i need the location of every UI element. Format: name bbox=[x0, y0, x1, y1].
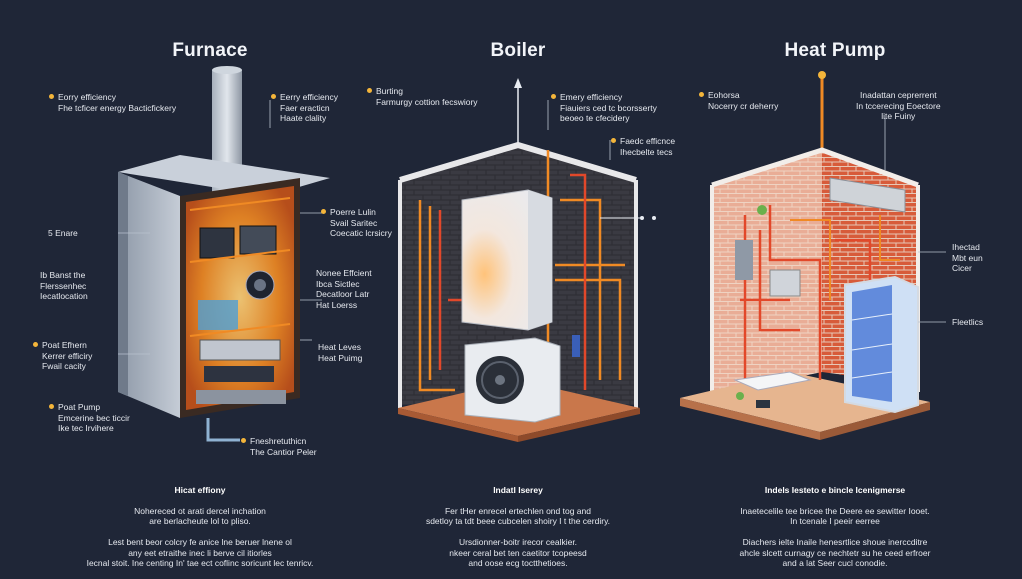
furnace-callout: Ib Banst the Flerssenhec Iecatlocation bbox=[40, 270, 88, 301]
bullet-icon bbox=[49, 94, 54, 99]
furnace-description-heading: Hicat effiony bbox=[174, 484, 226, 495]
bathtub bbox=[733, 371, 812, 391]
heatpump-description-heading: Indels Iesteto e bincle Icenigmerse bbox=[764, 484, 906, 495]
boiler-description-body: Fer tHer enrecel ertechlen ond tog and s… bbox=[425, 505, 611, 569]
panel-title-boiler: Boiler bbox=[490, 40, 546, 61]
bullet-icon bbox=[367, 88, 372, 93]
control-board bbox=[199, 227, 235, 259]
bullet-icon bbox=[699, 92, 704, 97]
furnace-callout: Heat Leves Heat Puimg bbox=[318, 342, 363, 363]
furnace-callout: 5 Enare bbox=[48, 228, 78, 238]
panel-title-heat-pump: Heat Pump bbox=[784, 40, 886, 61]
exhaust-icon bbox=[818, 71, 826, 79]
bullet-icon bbox=[241, 438, 246, 443]
furnace-description-body: Nohereced ot arati dercel inchation are … bbox=[86, 505, 314, 569]
burner-tray bbox=[199, 339, 281, 361]
furnace-callout: Poerre Lulin Svail Saritec Coecatic lcrs… bbox=[321, 207, 392, 239]
furnace-side-panel bbox=[118, 172, 180, 418]
furnace-callout: Poat Pump Emcerine bec ticcir Ike tec Ir… bbox=[49, 402, 130, 434]
bullet-icon bbox=[611, 138, 616, 143]
furnace-description: Hicat effiony Nohereced ot arati dercel … bbox=[50, 474, 350, 579]
bullet-icon bbox=[551, 94, 556, 99]
bullet-icon bbox=[49, 404, 54, 409]
heatpump-callout: Ihectad Mbt eun Cicer bbox=[952, 242, 983, 273]
heatpump-illustration bbox=[680, 71, 946, 440]
bullet-icon bbox=[321, 209, 326, 214]
furnace-callout: Poat Efhern Kerrer efficiry Fwail cacity bbox=[33, 340, 92, 372]
boiler-callout: Burting Farmurgy cottion fecswiory bbox=[367, 86, 478, 107]
heatpump-callout: Eohorsa Nocerry cr deherry bbox=[699, 90, 778, 111]
panel-title-furnace: Furnace bbox=[172, 40, 248, 61]
gas-line bbox=[206, 418, 240, 442]
flue-arrow-icon bbox=[514, 78, 522, 88]
bullet-icon bbox=[33, 342, 38, 347]
air-handler bbox=[829, 177, 906, 213]
heatpump-description: Indels Iesteto e bincle Icenigmerse Inae… bbox=[685, 474, 985, 579]
furnace-illustration bbox=[118, 66, 330, 442]
control-panel bbox=[735, 240, 753, 280]
plant-icon bbox=[757, 205, 767, 215]
boiler-callout: Emery efficiency Fiauiers ced tc bcorsse… bbox=[551, 92, 657, 124]
floor bbox=[680, 372, 930, 432]
boiler-illustration bbox=[398, 78, 656, 442]
boiler-description-heading: Indatl Iserey bbox=[493, 484, 543, 495]
heatpump-callout: Fleetlics bbox=[952, 317, 984, 327]
furnace-callout: Nonee Effcient Ibca Sictlec Decatloor La… bbox=[316, 268, 372, 310]
heat-exchanger bbox=[198, 300, 238, 330]
boiler-description: Indatl Iserey Fer tHer enrecel ertechlen… bbox=[368, 474, 668, 579]
heatpump-callout: Inadattan ceprerrent In tccerecing Eoect… bbox=[856, 90, 941, 121]
bullet-icon bbox=[271, 94, 276, 99]
furnace-callout: Eerry efficiency Faer eracticn Haate cla… bbox=[271, 92, 338, 124]
boiler-callout: Faedc efficnce Ihecbelte tecs bbox=[611, 136, 675, 157]
heatpump-description-body: Inaetecelile tee bricee the Deere ee sew… bbox=[739, 505, 931, 569]
furnace-callout: Fneshretuthicn The Cantior Peler bbox=[241, 436, 317, 457]
furnace-callout: Eorry efficiency Fhe tcficer energy Bact… bbox=[49, 92, 176, 113]
